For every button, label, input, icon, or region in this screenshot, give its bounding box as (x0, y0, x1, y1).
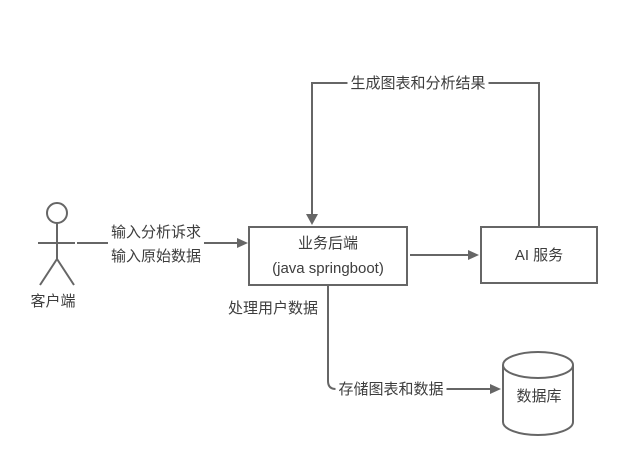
edge-client-to-backend-label-line1: 输入分析诉求 (110, 224, 202, 241)
node-ai-service: AI 服务 (480, 226, 598, 284)
edge-ai-to-backend-arrowhead (306, 214, 318, 225)
node-backend-subtitle: (java springboot) (272, 260, 384, 277)
database-cylinder-top (502, 351, 574, 379)
edge-backend-to-database-line (327, 286, 492, 390)
node-database-label: 数据库 (516, 388, 562, 405)
node-backend: 业务后端 (java springboot) (248, 226, 408, 286)
edge-client-to-backend-label: 输入分析诉求 输入原始数据 (107, 221, 205, 269)
edge-ai-to-backend-label: 生成图表和分析结果 (347, 72, 489, 96)
edge-backend-to-database-label: 存储图表和数据 (335, 378, 447, 402)
database-cylinder (502, 351, 574, 436)
edge-backend-to-database-arrowhead (490, 384, 501, 394)
database-cylinder-body (502, 365, 574, 436)
actor-head (46, 202, 68, 224)
edge-backend-processing-label: 处理用户数据 (227, 300, 319, 317)
edge-ai-to-backend (306, 82, 540, 226)
edge-client-to-backend-arrowhead (237, 238, 248, 248)
actor-label: 客户端 (30, 293, 76, 310)
edge-client-to-backend-label-line2: 输入原始数据 (110, 248, 202, 265)
edge-backend-to-ai (410, 250, 479, 260)
actor-leg-right (56, 258, 75, 286)
actor-leg-left (39, 258, 58, 286)
edge-backend-to-ai-arrowhead (468, 250, 479, 260)
edge-ai-to-backend-line (311, 82, 540, 226)
actor-figure (38, 202, 75, 286)
node-ai-service-label: AI 服务 (514, 246, 564, 264)
node-backend-title: 业务后端 (297, 235, 358, 252)
